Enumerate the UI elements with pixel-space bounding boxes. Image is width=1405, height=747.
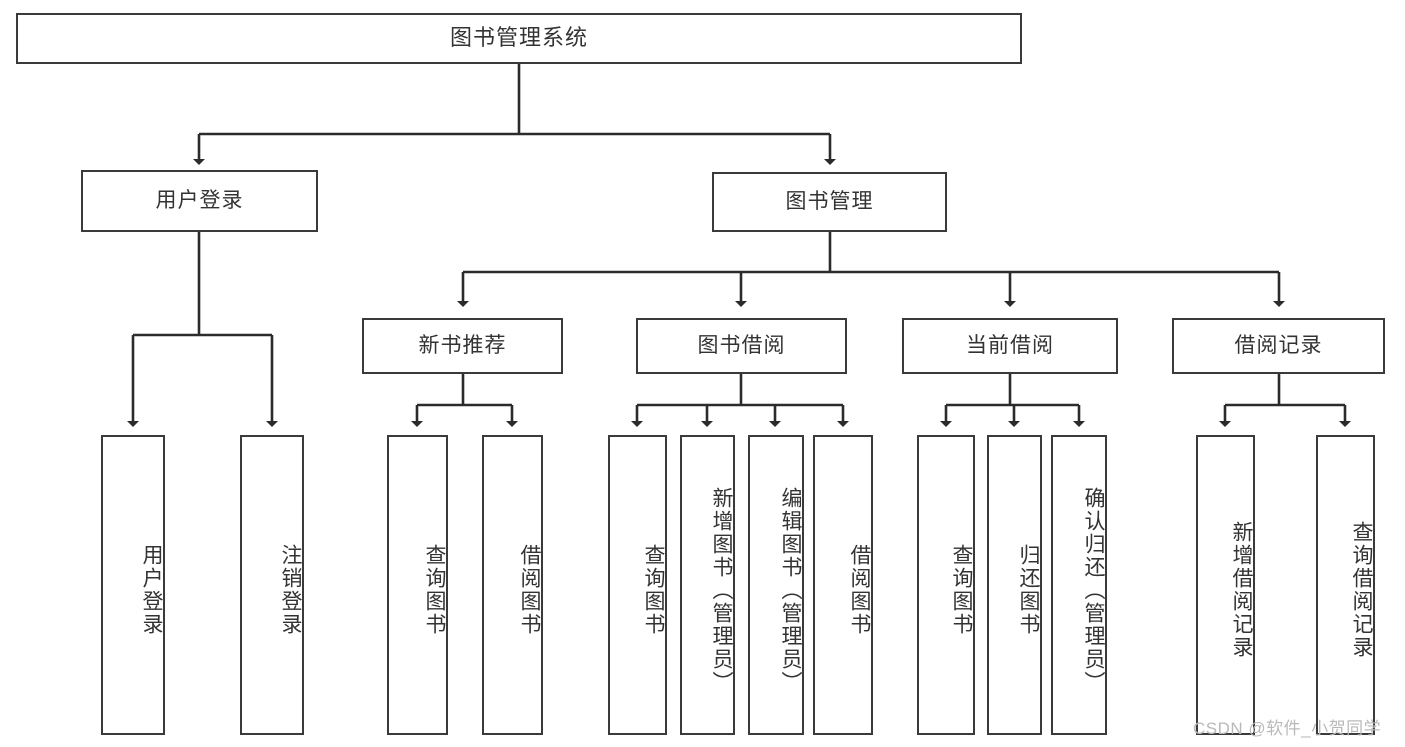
- leaf-borrow-query-book[interactable]: 查询图书: [608, 435, 667, 735]
- leaf-recommend-borrow-book[interactable]: 借阅图书: [482, 435, 543, 735]
- node-book-borrow[interactable]: 图书借阅: [636, 318, 847, 374]
- node-root-system[interactable]: 图书管理系统: [16, 13, 1022, 64]
- node-current-borrow[interactable]: 当前借阅: [902, 318, 1118, 374]
- leaf-current-confirm-return-admin[interactable]: 确认归还（管理员）: [1051, 435, 1107, 735]
- leaf-record-add-record[interactable]: 新增借阅记录: [1196, 435, 1255, 735]
- leaf-current-query-book[interactable]: 查询图书: [917, 435, 975, 735]
- leaf-borrow-borrow-book[interactable]: 借阅图书: [813, 435, 873, 735]
- node-book-management[interactable]: 图书管理: [712, 172, 947, 232]
- csdn-watermark: CSDN @软件_小贺同学: [1193, 719, 1382, 738]
- leaf-current-return-book[interactable]: 归还图书: [987, 435, 1042, 735]
- leaf-user-login-login[interactable]: 用户登录: [101, 435, 165, 735]
- leaf-borrow-add-book-admin[interactable]: 新增图书（管理员）: [680, 435, 735, 735]
- node-new-book-recommend[interactable]: 新书推荐: [362, 318, 563, 374]
- node-user-login[interactable]: 用户登录: [81, 170, 318, 232]
- leaf-recommend-query-book[interactable]: 查询图书: [387, 435, 448, 735]
- leaf-borrow-edit-book-admin[interactable]: 编辑图书（管理员）: [748, 435, 804, 735]
- leaf-record-query-record[interactable]: 查询借阅记录: [1316, 435, 1375, 735]
- leaf-user-login-logout[interactable]: 注销登录: [240, 435, 304, 735]
- node-borrow-record[interactable]: 借阅记录: [1172, 318, 1385, 374]
